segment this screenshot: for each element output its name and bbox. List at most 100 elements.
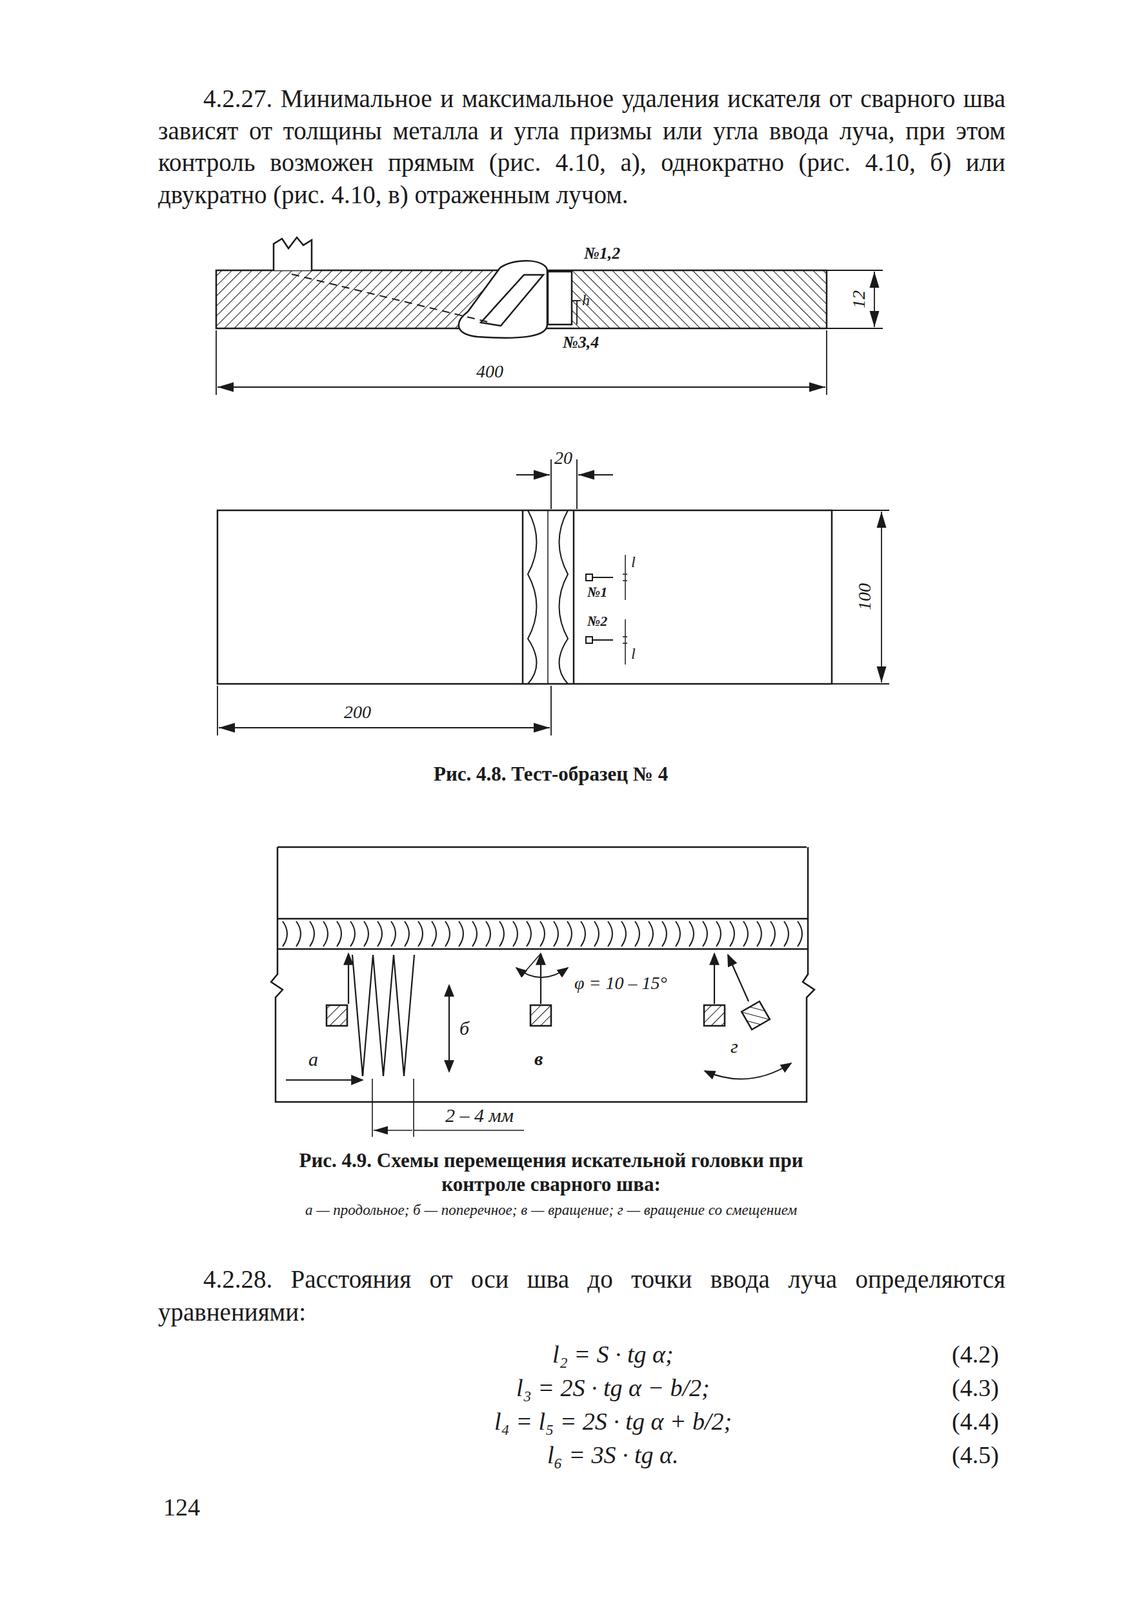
drawing-line	[831, 509, 890, 512]
dimension: 20	[554, 447, 573, 469]
formula-number: (4.2)	[951, 1340, 999, 1370]
drawing-line	[880, 511, 883, 683]
weld-ripple	[282, 921, 288, 947]
figure-caption: Рис. 4.8. Тест-образец № 4	[433, 762, 668, 786]
motion-label: б	[459, 1017, 470, 1041]
paragraph: 4.2.28. Расстояния от оси шва до точки в…	[158, 1263, 1006, 1329]
motion-label: г	[730, 1035, 739, 1059]
drawing-line	[550, 459, 552, 510]
drawing-rect	[741, 1001, 770, 1030]
formula-number: (4.5)	[951, 1441, 999, 1471]
motion-label: в	[534, 1047, 543, 1071]
paragraph: 4.2.27. Минимальное и максимальное удале…	[158, 82, 1006, 211]
drawing-path	[291, 274, 491, 323]
weld-ripple	[634, 921, 640, 947]
caption-legend: а — продольное; б — поперечное; в — вращ…	[260, 1201, 842, 1220]
drawing-line	[371, 1078, 373, 1138]
drawing-line	[727, 955, 749, 1002]
weld-ripple	[540, 921, 545, 947]
drawing-line	[624, 554, 626, 601]
drawing-path	[273, 237, 312, 271]
drawing-rect	[585, 574, 593, 581]
dimension: l	[631, 553, 636, 572]
drawing-path	[704, 1063, 792, 1080]
dimension: 12	[848, 290, 870, 309]
dimension: 100	[854, 583, 876, 611]
weld-ripple	[350, 921, 355, 947]
dimension: 200	[343, 702, 372, 723]
drawing-line	[547, 510, 549, 685]
weld-ripple	[756, 921, 762, 947]
drawing-line	[576, 459, 578, 510]
drawing-line	[826, 269, 883, 272]
weld-ripple	[526, 921, 532, 947]
drawing-line	[523, 953, 541, 974]
drawing-line	[825, 330, 828, 395]
drawing-g	[282, 921, 803, 947]
drawing-path	[527, 510, 537, 685]
drawing-line	[277, 948, 808, 951]
drawing-line	[215, 330, 217, 395]
drawing-line	[218, 727, 550, 729]
drawing-line	[624, 619, 626, 665]
dimension: 2 – 4 мм	[445, 1104, 514, 1128]
drawing-line	[826, 327, 883, 330]
weld-ripple	[594, 921, 599, 947]
weld-ripple	[729, 921, 735, 947]
callout-number: №2	[587, 613, 608, 630]
weld-ripple	[689, 921, 694, 947]
drawing-line	[277, 918, 808, 921]
weld-ripple	[431, 921, 437, 947]
dimension: h	[582, 291, 590, 310]
weld-ripple	[458, 921, 464, 947]
weld-ripple	[391, 921, 396, 947]
drawing-path	[559, 510, 569, 685]
drawing-line	[373, 1129, 413, 1132]
weld-ripple	[404, 921, 410, 947]
callout-number: №3,4	[562, 332, 599, 353]
weld-ripple	[336, 921, 342, 947]
weld-ripple	[621, 921, 626, 947]
dimension: l	[631, 645, 636, 664]
drawing-line	[522, 510, 524, 685]
formula: l₂ = S · tg α;	[552, 1340, 674, 1370]
drawing-line	[540, 953, 542, 1005]
drawing-line	[448, 985, 450, 1072]
drawing-line	[362, 1071, 364, 1077]
drawing-path	[277, 846, 807, 849]
drawing-line	[592, 576, 614, 579]
weld-ripple	[377, 921, 383, 947]
angle-label: φ = 10 – 15°	[574, 973, 668, 994]
callout-number: №1	[587, 584, 608, 601]
drawing-path	[458, 260, 548, 339]
weld-ripple	[445, 921, 450, 947]
drawing-line	[413, 1129, 524, 1132]
drawing-line	[873, 271, 876, 328]
drawing-polyline	[352, 955, 415, 1077]
drawing-polygon	[571, 270, 827, 329]
weld-ripple	[648, 921, 654, 947]
drawing-line	[571, 300, 581, 302]
figure-caption: Рис. 4.9. Схемы перемещения искательной …	[280, 1148, 823, 1197]
drawing-path	[480, 274, 544, 326]
weld-ripple	[296, 921, 301, 947]
weld-ripple	[702, 921, 708, 947]
weld-ripple	[770, 921, 776, 947]
drawing-g	[741, 1001, 770, 1030]
drawing-line	[217, 386, 826, 388]
weld-ripple	[485, 921, 491, 947]
drawing-line	[576, 300, 578, 325]
weld-ripple	[513, 921, 518, 947]
drawing-line	[550, 685, 552, 736]
drawing-line	[412, 1078, 415, 1138]
weld-ripple	[784, 921, 789, 947]
drawing-line	[573, 510, 575, 685]
drawing-rect	[326, 1005, 348, 1027]
weld-ripple	[567, 921, 572, 947]
weld-ripple	[716, 921, 721, 947]
plan-view	[217, 459, 890, 736]
drawing-rect	[217, 510, 832, 685]
weld-ripple	[418, 921, 423, 947]
